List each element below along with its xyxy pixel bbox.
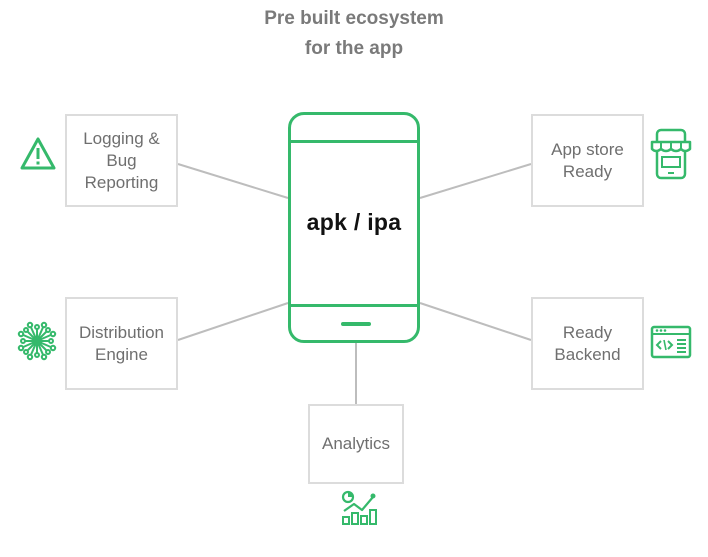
network-hub-icon: [17, 321, 57, 361]
node-analytics: Analytics: [308, 404, 404, 484]
chart-icon: [341, 490, 377, 525]
node-backend: Ready Backend: [531, 297, 644, 390]
node-logging-label: Logging & Bug Reporting: [83, 128, 160, 192]
node-appstore: App store Ready: [531, 114, 644, 207]
diagram-title-line-2: for the app: [304, 38, 404, 59]
store-phone-icon: [650, 128, 692, 180]
connector-distribution: [177, 302, 289, 341]
connector-backend: [419, 302, 532, 341]
warning-icon: [20, 137, 56, 170]
node-logging: Logging & Bug Reporting: [65, 114, 178, 207]
connector-logging: [177, 163, 289, 199]
phone-top-bar: [291, 140, 417, 143]
node-distribution-label: Distribution Engine: [78, 322, 165, 364]
phone-bottom-bar: [291, 304, 417, 307]
center-label: apk / ipa: [306, 209, 402, 235]
phone-home-button: [341, 322, 371, 326]
phone-device: apk / ipa: [288, 112, 420, 343]
node-appstore-label: App store Ready: [551, 139, 624, 181]
connector-appstore: [419, 163, 532, 199]
node-backend-label: Ready Backend: [554, 322, 621, 364]
node-distribution: Distribution Engine: [65, 297, 178, 390]
node-analytics-label: Analytics: [321, 434, 391, 453]
diagram-title-line-1: Pre built ecosystem: [264, 8, 444, 29]
code-window-icon: [650, 325, 692, 359]
